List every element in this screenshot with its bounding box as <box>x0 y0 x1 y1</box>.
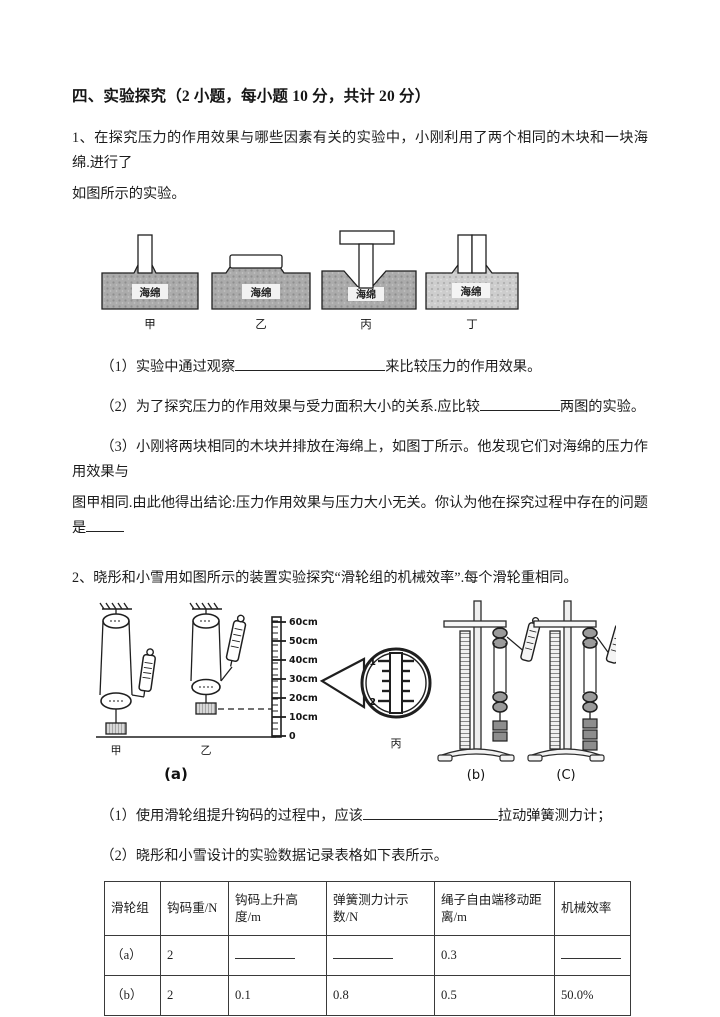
fig2-label-group-b: (b) <box>467 768 485 783</box>
page-content: 四、实验探究（2 小题，每小题 10 分，共计 20 分） 1、在探究压力的作用… <box>72 84 648 1016</box>
q2-sub2: （2）晓彤和小雪设计的实验数据记录表格如下表所示。 <box>100 848 448 864</box>
blank-spring-a[interactable] <box>333 947 393 960</box>
q1-sub3-blank[interactable] <box>86 517 125 532</box>
ruler-tick-50: 50cm <box>289 636 318 647</box>
fig1-label-jia: 甲 <box>144 317 156 331</box>
blank-efficiency-a[interactable] <box>561 947 621 960</box>
cell-weight-b: 2 <box>160 975 229 1016</box>
fig2-label-bing: 丙 <box>391 737 402 750</box>
cell-spring-a[interactable] <box>326 935 435 976</box>
figure-pulley-svg: 甲 <box>96 600 627 783</box>
magnifier-mark-1: 1 <box>369 657 376 668</box>
cell-height-b: 0.1 <box>228 975 327 1016</box>
q1-sub3-line2: 图甲相同.由此他得出结论:压力作用效果与压力大小无关。你认为他在探究过程中存在的… <box>72 491 648 541</box>
cell-efficiency-b: 50.0% <box>554 975 631 1016</box>
cell-height-a[interactable] <box>228 935 327 976</box>
figure-pulley-experiments: 甲 <box>72 597 648 792</box>
q1-stem-line1: 1、在探究压力的作用效果与哪些因素有关的实验中，小刚利用了两个相同的木块和一块海… <box>72 130 648 171</box>
magnifier-callout-bing: 1 2 丙 <box>319 647 432 750</box>
ruler-tick-20: 20cm <box>289 693 318 704</box>
q1-sub1-pre: （1）实验中通过观察 <box>100 359 236 375</box>
q1-sub2-post: 两图的实验。 <box>559 399 646 415</box>
th-weight: 钩码重/N <box>160 881 229 936</box>
q1-sub3-line1: （3）小刚将两块相同的木块并排放在海绵上，如图丁所示。他发现它们对海绵的压力作用… <box>72 439 648 480</box>
table-header-row: 滑轮组 钩码重/N 钩码上升高度/m 弹簧测力计示数/N 绳子自由端移动距离/m… <box>104 881 631 936</box>
sponge-panel-jia: 海绵 甲 <box>101 234 199 331</box>
q2-sub1-pre: （1）使用滑轮组提升钩码的过程中，应该 <box>100 808 363 824</box>
q2-sub1-post: 拉动弹簧测力计； <box>497 808 612 824</box>
cell-efficiency-a[interactable] <box>554 935 631 976</box>
ruler-tick-30: 30cm <box>289 674 318 685</box>
magnifier-mark-2: 2 <box>369 697 376 708</box>
table-row: （b） 2 0.1 0.8 0.5 50.0% <box>104 975 631 1016</box>
q2-stem: 2、晓彤和小雪用如图所示的装置实验探究“滑轮组的机械效率”.每个滑轮重相同。 <box>72 570 578 586</box>
fig2-label-group-a: (a) <box>164 765 188 783</box>
svg-text:海绵: 海绵 <box>356 288 376 301</box>
th-rise-height: 钩码上升高度/m <box>228 881 327 936</box>
pulley-stand-c: (C) <box>527 600 627 783</box>
q2-sub1: （1）使用滑轮组提升钩码的过程中，应该 拉动弹簧测力计； <box>72 804 648 829</box>
th-efficiency: 机械效率 <box>554 881 631 936</box>
pulley-setup-jia: 甲 <box>99 602 156 757</box>
figure-sponge-svg: 海绵 甲 海绵 乙 海绵 <box>101 230 519 331</box>
q1-sub2-pre: （2）为了探究压力的作用效果与受力面积大小的关系.应比较 <box>100 399 480 415</box>
svg-text:海绵: 海绵 <box>140 286 161 299</box>
cell-weight-a: 2 <box>160 935 229 976</box>
cell-spring-b: 0.8 <box>326 975 435 1016</box>
th-pulley-group: 滑轮组 <box>104 881 161 936</box>
th-rope-distance: 绳子自由端移动距离/m <box>434 881 555 936</box>
svg-text:海绵: 海绵 <box>461 285 482 298</box>
cell-pulley-group-b: （b） <box>104 975 161 1016</box>
section-title: 四、实验探究（2 小题，每小题 10 分，共计 20 分） <box>72 88 431 105</box>
q1-sub1-post: 来比较压力的作用效果。 <box>385 359 542 375</box>
fig1-label-bing: 丙 <box>360 317 372 331</box>
ruler-tick-40: 40cm <box>289 655 318 666</box>
blank-height-a[interactable] <box>235 947 295 960</box>
figure-sponge-experiments: 海绵 甲 海绵 乙 海绵 <box>72 221 648 339</box>
experiment-data-table: 滑轮组 钩码重/N 钩码上升高度/m 弹簧测力计示数/N 绳子自由端移动距离/m… <box>104 881 631 1016</box>
q1-sub3-line2-text: 图甲相同.由此他得出结论:压力作用效果与压力大小无关。你认为他在探究过程中存在的… <box>72 495 648 536</box>
q1-sub1-blank[interactable] <box>235 356 386 371</box>
fig1-label-ding: 丁 <box>466 317 478 331</box>
q1-stem-line2: 如图所示的实验。 <box>72 186 186 202</box>
fig2-label-jia: 甲 <box>111 744 122 757</box>
ruler-tick-0: 0 <box>289 731 296 742</box>
table-row: （a） 2 0.3 <box>104 935 631 976</box>
q1-sub2-blank[interactable] <box>479 396 560 411</box>
pulley-setup-yi: 乙 <box>189 602 272 757</box>
q1-sub2: （2）为了探究压力的作用效果与受力面积大小的关系.应比较 两图的实验。 <box>72 395 648 420</box>
cell-distance-a: 0.3 <box>434 935 555 976</box>
q1-sub1: （1）实验中通过观察 来比较压力的作用效果。 <box>72 355 648 380</box>
q2-sub1-blank[interactable] <box>362 805 498 820</box>
ruler-tick-60: 60cm <box>289 617 318 628</box>
sponge-panel-bing: 海绵 丙 <box>321 230 417 331</box>
experiment-data-table-wrap: 滑轮组 钩码重/N 钩码上升高度/m 弹簧测力计示数/N 绳子自由端移动距离/m… <box>72 881 648 1016</box>
svg-text:海绵: 海绵 <box>251 286 272 299</box>
fig2-label-yi: 乙 <box>201 744 212 757</box>
cell-pulley-group-a: （a） <box>104 935 161 976</box>
pulley-stand-b: (b) <box>437 600 541 783</box>
ruler-tick-10: 10cm <box>289 712 318 723</box>
fig2-label-group-c: (C) <box>556 768 575 783</box>
measuring-ruler: 60cm 50cm 40cm 30cm 20cm 10cm 0 <box>96 616 318 742</box>
th-spring-reading: 弹簧测力计示数/N <box>326 881 435 936</box>
pulley-group-a: 甲 <box>96 602 432 783</box>
sponge-panel-ding: 海绵 丁 <box>425 234 519 331</box>
fig1-label-yi: 乙 <box>255 317 267 331</box>
cell-distance-b: 0.5 <box>434 975 555 1016</box>
sponge-panel-yi: 海绵 乙 <box>211 254 311 331</box>
